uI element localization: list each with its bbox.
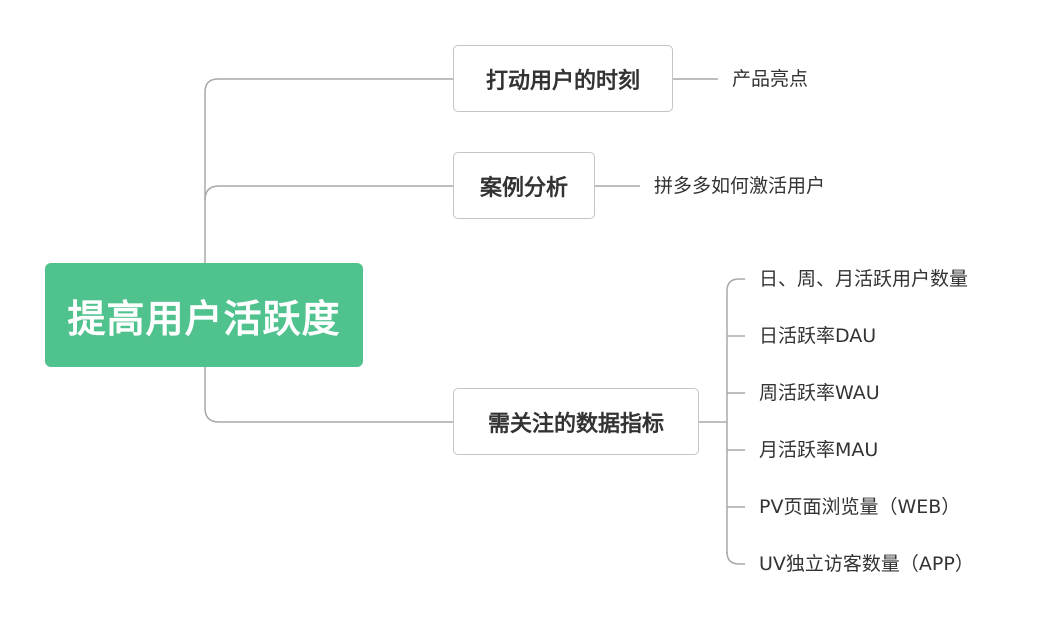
branch-label-2: 案例分析 — [479, 175, 568, 201]
branch-node-1[interactable]: 打动用户的时刻 — [453, 45, 673, 112]
leaf-node-3-6[interactable]: UV独立访客数量（APP） — [759, 553, 974, 575]
link-leaf-3-6 — [726, 551, 745, 565]
leaf-node-3-3[interactable]: 周活跃率WAU — [759, 382, 880, 404]
branch-node-3[interactable]: 需关注的数据指标 — [453, 388, 699, 455]
link-root-branch-2 — [204, 185, 453, 201]
branch-label-1: 打动用户的时刻 — [485, 68, 640, 94]
root-node[interactable]: 提高用户活跃度 — [45, 263, 363, 367]
leaf-node-3-5[interactable]: PV页面浏览量（WEB） — [759, 496, 961, 518]
leaf-node-3-4[interactable]: 月活跃率MAU — [759, 439, 879, 461]
link-leaf-3-1 — [726, 278, 745, 292]
leaf-node-3-1[interactable]: 日、周、月活跃用户数量 — [759, 268, 969, 290]
branch-node-2[interactable]: 案例分析 — [453, 152, 595, 219]
root-label: 提高用户活跃度 — [67, 296, 341, 341]
leaf-node-2-1[interactable]: 拼多多如何激活用户 — [654, 175, 826, 197]
branch-label-3: 需关注的数据指标 — [487, 411, 664, 437]
link-root-branch-1 — [204, 78, 453, 263]
link-root-branch-3 — [204, 367, 453, 423]
leaf-node-1-1[interactable]: 产品亮点 — [732, 68, 809, 90]
leaf-node-3-2[interactable]: 日活跃率DAU — [759, 325, 877, 347]
